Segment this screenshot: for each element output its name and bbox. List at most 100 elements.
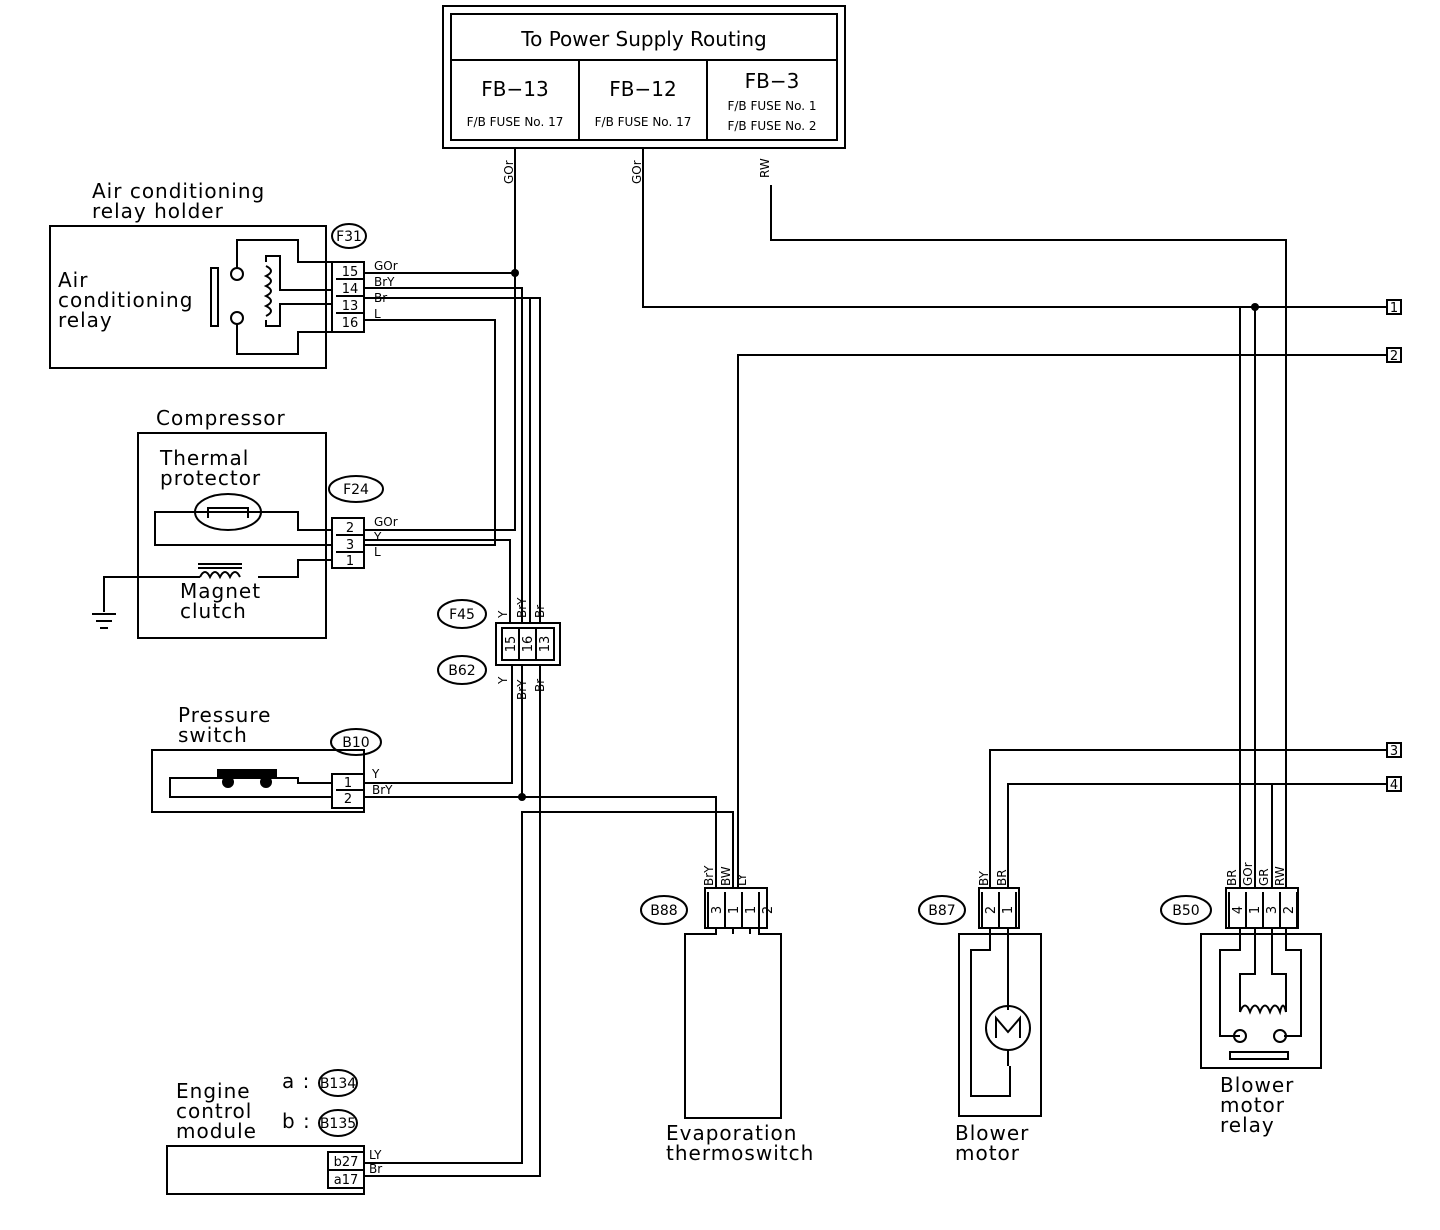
b62-wire-br: Br [533, 679, 547, 692]
ac-relay-label-1: Air [58, 268, 88, 292]
junction-dots [511, 269, 1259, 801]
blower-relay-title-3: relay [1220, 1113, 1275, 1137]
magnet-clutch-label-1: Magnet [180, 579, 261, 603]
connector-b62-id: B62 [448, 663, 475, 679]
thermal-protector-label-1: Thermal [159, 446, 249, 470]
evap-title-1: Evaporation [666, 1121, 797, 1145]
ecm-pin-a17: a17 [334, 1173, 359, 1188]
ac-relay-label-2: conditioning [58, 288, 193, 312]
b62-wire-bry: BrY [515, 679, 529, 700]
connector-f24-id: F24 [343, 482, 369, 498]
connector-b10-id: B10 [342, 735, 369, 751]
b88-pin-1a: 1 [727, 906, 742, 914]
fuse-fb13-label: FB−13 [481, 77, 548, 101]
ac-relay-holder-title-1: Air conditioning [92, 179, 265, 203]
fuse-fb13-sub: F/B FUSE No. 17 [467, 115, 564, 129]
blower-motor [919, 888, 1041, 1116]
compressor-box [92, 433, 332, 638]
b50-pin-2: 2 [1282, 906, 1297, 914]
b50-wire-gr: GR [1257, 868, 1271, 886]
ecm-a-label: a : [282, 1069, 310, 1093]
b88-pin-3: 3 [710, 906, 725, 914]
fuse-fb12-label: FB−12 [609, 77, 676, 101]
b50-pin-4: 4 [1231, 906, 1246, 914]
b10-pin-2: 2 [344, 792, 352, 807]
f31-pin-14: 14 [342, 282, 359, 297]
ecm-title-2: control [176, 1099, 252, 1123]
connector-b134-id: B134 [320, 1076, 356, 1092]
joint-pin-13: 13 [538, 636, 553, 653]
ac-relay-label-3: relay [58, 308, 113, 332]
blower-motor-relay [1161, 888, 1321, 1068]
fuse-fb3-sub-1: F/B FUSE No. 1 [727, 99, 816, 113]
f45-wire-bry: BrY [515, 597, 529, 618]
b50-wire-rw: RW [1273, 866, 1287, 886]
joint-pin-15: 15 [504, 636, 519, 653]
blower-relay-title-1: Blower [1220, 1073, 1294, 1097]
connector-b135-id: B135 [320, 1116, 356, 1132]
f31-pin-15: 15 [342, 265, 359, 280]
b87-pin-1: 1 [1001, 906, 1016, 914]
joint-pin-16: 16 [521, 636, 536, 653]
ecm-title-1: Engine [176, 1079, 251, 1103]
pressure-switch-title-2: switch [178, 723, 248, 747]
b62-wire-y: Y [496, 676, 510, 685]
b87-wire-by: BY [977, 870, 991, 886]
f24-pin-3: 3 [346, 538, 354, 553]
ac-relay-holder-title-2: relay holder [92, 199, 224, 223]
b50-pin-1: 1 [1248, 906, 1263, 914]
connector-f45-b62 [438, 600, 560, 684]
b10-wire-y: Y [371, 767, 380, 781]
ecm-wire-br: Br [369, 1162, 382, 1176]
f24-wire-gor: GOr [374, 515, 398, 529]
f31-wire-l: L [374, 307, 381, 321]
b88-pin-2: 2 [761, 906, 776, 914]
magnet-clutch-label-2: clutch [180, 599, 247, 623]
b88-wire-bw: BW [719, 866, 733, 886]
b87-pin-2: 2 [984, 906, 999, 914]
b88-wire-bry: BrY [702, 865, 716, 886]
wire-label-gor-1: GOr [502, 160, 516, 184]
blower-relay-title-2: motor [1220, 1093, 1285, 1117]
connector-b88-id: B88 [650, 903, 677, 919]
ecm-b-label: b : [282, 1109, 311, 1133]
blower-title-2: motor [955, 1141, 1020, 1165]
ecm-box [167, 1070, 364, 1194]
compressor-title: Compressor [156, 406, 286, 430]
f45-wire-y: Y [496, 610, 510, 619]
thermal-protector-label-2: protector [160, 466, 261, 490]
wire-label-gor-2: GOr [630, 160, 644, 184]
b87-wire-br: BR [995, 869, 1009, 886]
f31-wire-br: Br [374, 291, 387, 305]
b50-pin-3: 3 [1265, 906, 1280, 914]
reference-boxes [1387, 300, 1401, 791]
f24-pin-1: 1 [346, 554, 354, 569]
connector-f24 [329, 476, 383, 568]
b50-wire-gor: GOr [1241, 862, 1255, 886]
b88-pin-1b: 1 [744, 906, 759, 914]
evap-title-2: thermoswitch [666, 1141, 814, 1165]
ref-box-4: 4 [1390, 778, 1398, 793]
f24-pin-2: 2 [346, 521, 354, 536]
f24-wire-y: Y [373, 530, 382, 544]
wire-label-rw: RW [758, 158, 772, 178]
evap-thermoswitch [641, 888, 781, 1118]
connector-b10 [331, 729, 381, 808]
f31-wire-gor: GOr [374, 259, 398, 273]
connector-f31-id: F31 [336, 229, 362, 245]
pressure-switch-title-1: Pressure [178, 703, 271, 727]
wires [364, 148, 1387, 1176]
blower-title-1: Blower [955, 1121, 1029, 1145]
b10-pin-1: 1 [344, 776, 352, 791]
f31-pin-16: 16 [342, 316, 359, 331]
connector-f45-id: F45 [449, 607, 475, 623]
ecm-wire-ly: LY [369, 1148, 382, 1162]
fuse-fb12-sub: F/B FUSE No. 17 [595, 115, 692, 129]
f45-wire-br: Br [533, 605, 547, 618]
f31-wire-bry: BrY [374, 275, 395, 289]
ref-box-1: 1 [1390, 301, 1398, 316]
ref-box-2: 2 [1390, 349, 1398, 364]
ecm-pin-b27: b27 [334, 1155, 359, 1170]
connector-b87-id: B87 [928, 903, 955, 919]
